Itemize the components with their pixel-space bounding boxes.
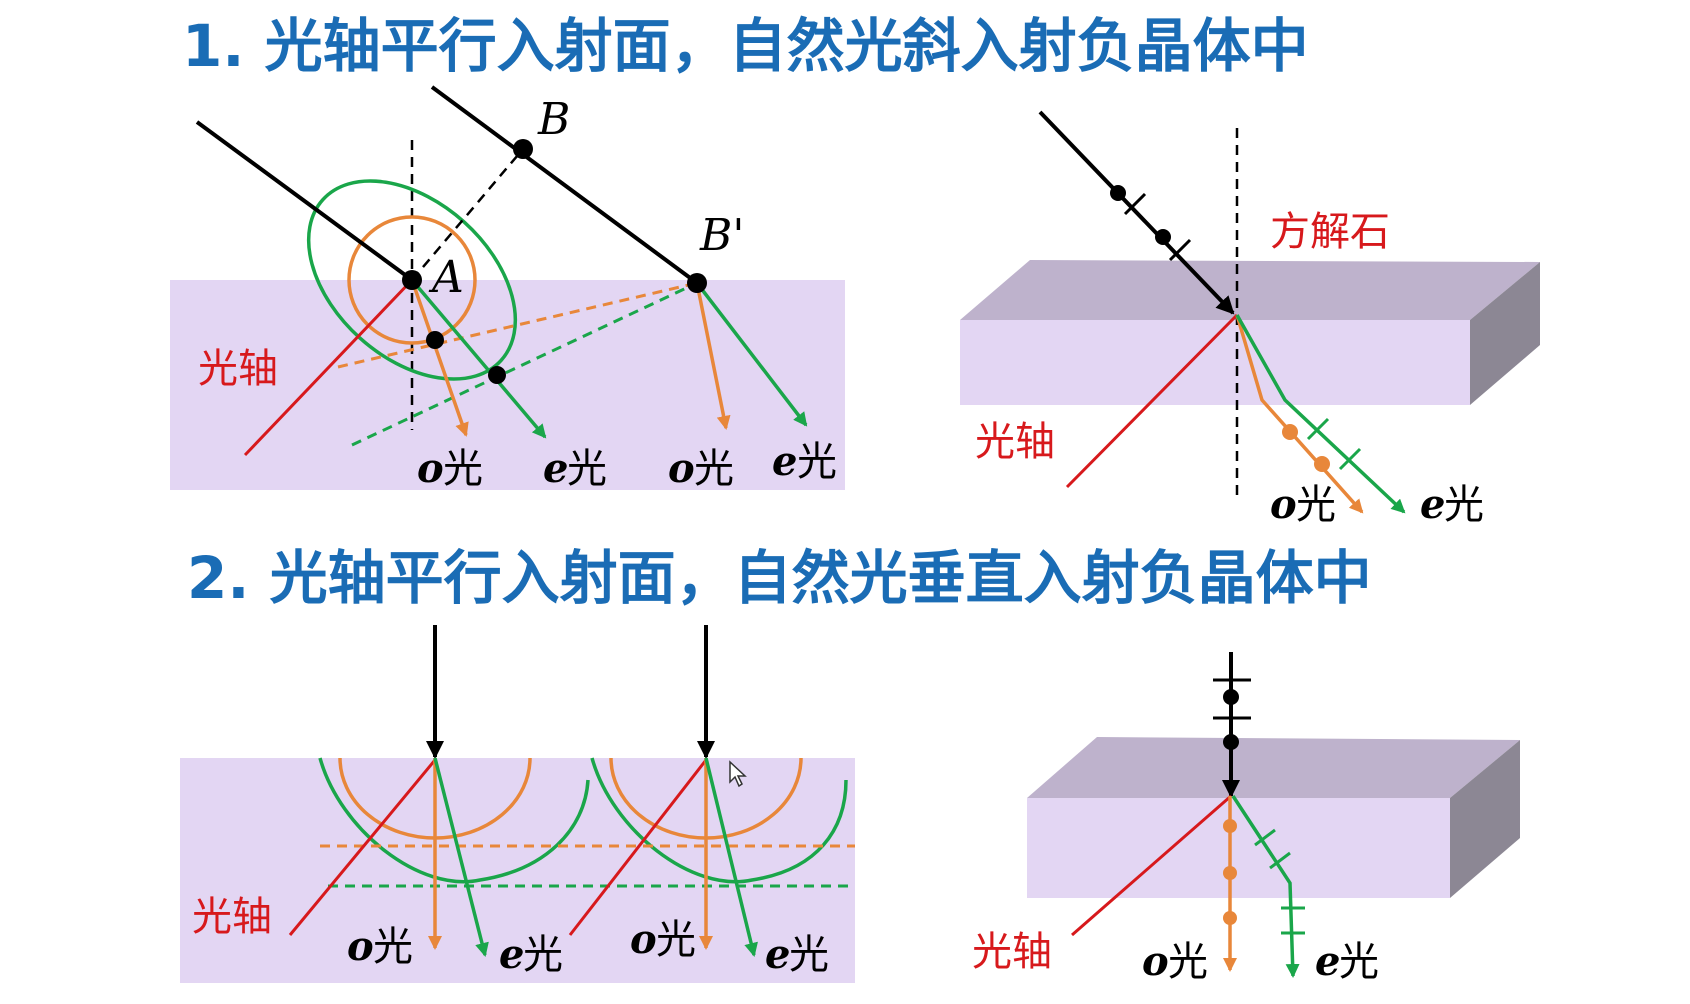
optic-axis-line-1 [288, 759, 437, 936]
e-ray [1235, 314, 1406, 514]
label-o-light: 光 [656, 917, 696, 963]
point-a-dot [402, 270, 422, 290]
label-b: B [537, 94, 570, 145]
e-polarization-dash [1254, 828, 1276, 847]
o-polarization-dot [1223, 911, 1237, 925]
label-e-light: 光 [523, 932, 563, 978]
e-tangent-point [488, 366, 506, 384]
o-polarization-dot [1314, 456, 1330, 472]
label-o-light: 光 [1296, 482, 1336, 528]
o-wavelet-circle [347, 215, 477, 345]
label-optic-axis: 光轴 [975, 419, 1055, 465]
label-e-letter: e [765, 931, 790, 978]
label-e-light: 光 [797, 439, 837, 485]
label-optic-axis: 光轴 [972, 929, 1052, 975]
polarization-dot [1155, 229, 1171, 245]
point-b-prime-dot [687, 273, 707, 293]
optic-axis-line [243, 278, 414, 457]
label-o-letter: o [630, 916, 657, 963]
point-b-dot [513, 139, 533, 159]
label-o-light: 光 [694, 446, 734, 492]
panel-oblique-2d: A B B' 光轴 o 光 e 光 o 光 e 光 [170, 85, 845, 492]
label-o-letter: o [347, 923, 374, 970]
label-a: A [428, 252, 464, 303]
e-tangent-line [351, 281, 698, 447]
label-e-light: 光 [1444, 482, 1484, 528]
polarization-dash [1123, 192, 1147, 216]
panel-normal-2d: 光轴 o 光 e 光 o 光 e 光 [180, 625, 855, 983]
label-b-prime: B' [699, 210, 744, 261]
o-tangent-point [426, 331, 444, 349]
crystal-front-face [1027, 798, 1450, 898]
label-optic-axis: 光轴 [192, 894, 272, 940]
e-ray-2 [704, 757, 758, 957]
crystal-top-face [960, 260, 1540, 320]
label-e-letter: e [1420, 481, 1445, 528]
label-e-letter: e [499, 931, 524, 978]
e-ray [1231, 795, 1300, 978]
label-o-light: 光 [373, 924, 413, 970]
label-o-light: 光 [443, 446, 483, 492]
label-o-letter: o [1142, 938, 1169, 985]
e-ray-b [695, 281, 808, 427]
e-ray-a [410, 278, 547, 439]
label-e-letter: e [1315, 938, 1340, 985]
label-e-light: 光 [567, 446, 607, 492]
o-ray-b [695, 282, 731, 430]
o-polarization-dot [1223, 866, 1237, 880]
crystal-side-face [1450, 740, 1520, 898]
e-wavelet-1 [318, 757, 590, 884]
title-2: 2. 光轴平行入射面，自然光垂直入射负晶体中 [187, 544, 1372, 612]
label-optic-axis: 光轴 [198, 346, 278, 392]
label-o-light: 光 [1168, 939, 1208, 985]
crystal-side-face [1470, 262, 1540, 405]
label-e-light: 光 [789, 932, 829, 978]
label-e-light: 光 [1339, 939, 1379, 985]
incident-ray [1038, 110, 1235, 315]
crystal-slab [170, 280, 845, 490]
crystal-front-face [960, 320, 1470, 405]
pointer-cursor-icon [729, 760, 747, 788]
e-polarization-dash [1338, 447, 1362, 471]
o-polarization-dot [1282, 424, 1298, 440]
label-calcite: 方解石 [1270, 209, 1390, 255]
crystal-top-face [1027, 737, 1520, 798]
o-polarization-dot [1223, 819, 1237, 833]
incident-ray-a [195, 120, 414, 282]
label-e-letter: e [543, 445, 568, 492]
e-polarization-dash [1306, 417, 1330, 441]
incident-ray-b [430, 85, 699, 285]
o-tangent-line [337, 281, 698, 369]
polarization-dot [1223, 689, 1239, 705]
panel-oblique-3d: 方解石 光轴 o 光 e 光 [960, 110, 1540, 528]
label-o-letter: o [1270, 481, 1297, 528]
polarization-dot [1110, 185, 1126, 201]
title-1: 1. 光轴平行入射面，自然光斜入射负晶体中 [182, 12, 1309, 80]
e-ray-1 [433, 757, 489, 957]
wavefront-ab [411, 148, 524, 281]
label-o-letter: o [417, 445, 444, 492]
optic-axis-line [1071, 794, 1232, 937]
e-wavelet-ellipse [306, 179, 518, 381]
optic-axis-line [1065, 313, 1239, 489]
polarization-dot [1223, 734, 1239, 750]
polarization-dash [1168, 238, 1192, 262]
e-polarization-dash [1269, 851, 1291, 870]
o-ray [1235, 314, 1364, 514]
panel-normal-3d: 光轴 o 光 e 光 [972, 652, 1520, 985]
optic-axis-line-2 [568, 759, 708, 936]
o-ray-a [410, 279, 469, 437]
e-wavelet-2 [590, 757, 848, 884]
label-o-letter: o [668, 445, 695, 492]
label-e-letter: e [772, 438, 797, 485]
